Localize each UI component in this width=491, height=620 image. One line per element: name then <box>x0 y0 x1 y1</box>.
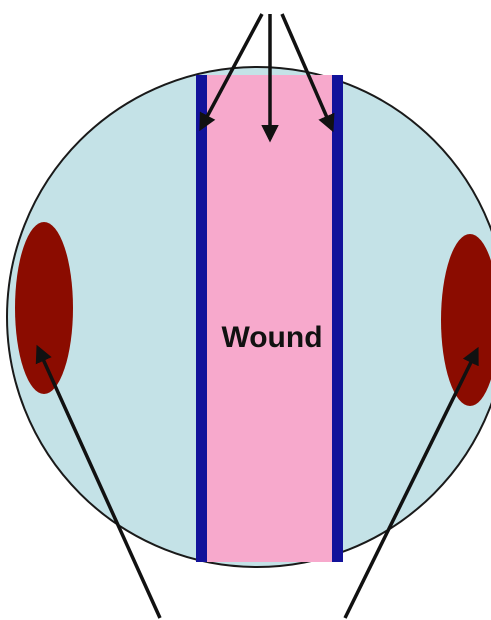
wound-label: Wound <box>221 321 322 354</box>
wound-edge-right <box>332 75 343 562</box>
spot-left <box>15 222 73 394</box>
wound-edge-left <box>196 75 207 562</box>
wound-area <box>198 75 341 562</box>
